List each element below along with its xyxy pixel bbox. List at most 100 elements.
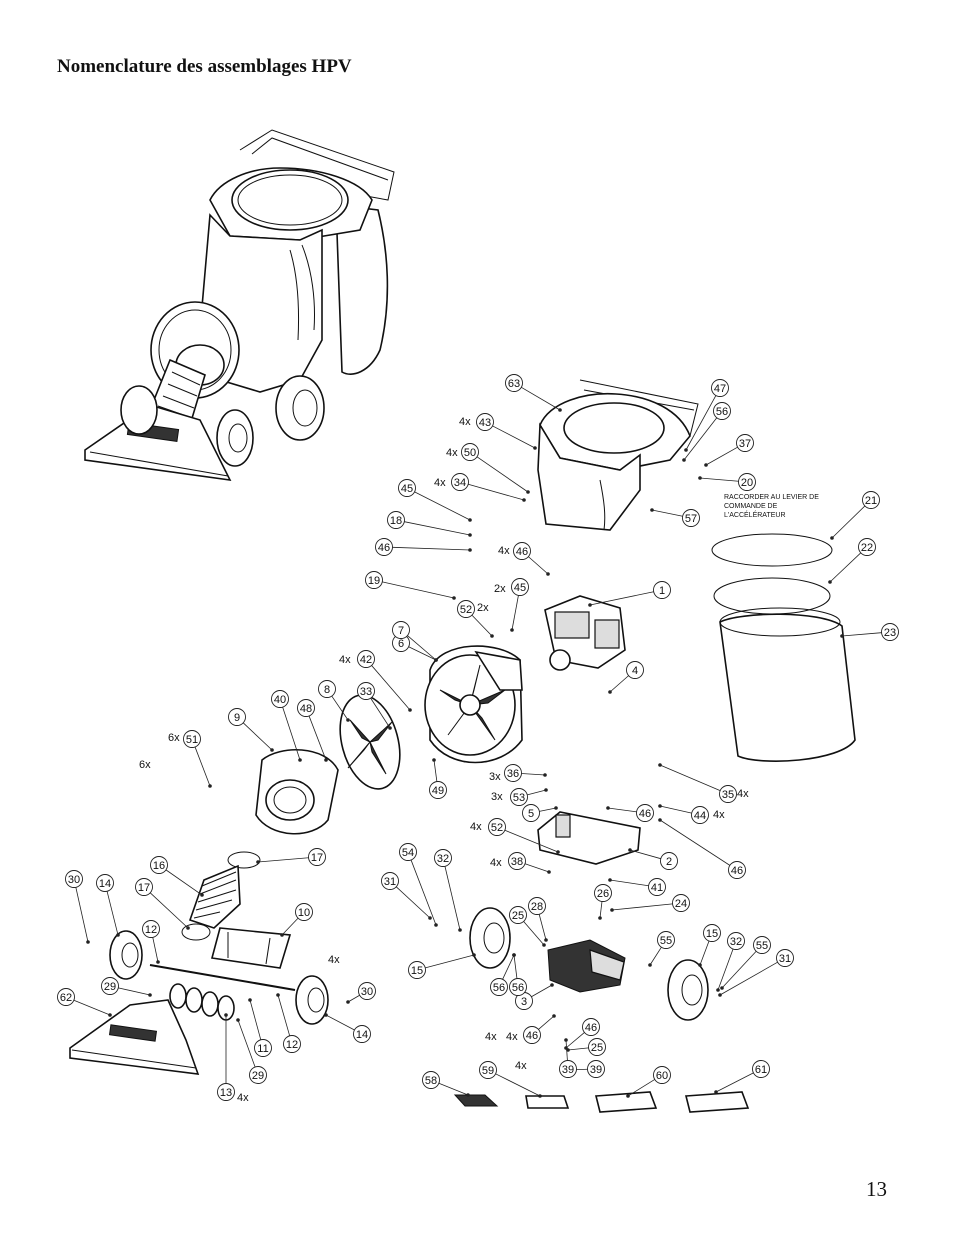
callout-number: 41 <box>651 882 663 894</box>
part-callout-56: 56 <box>713 402 731 420</box>
callout-leader <box>685 395 717 451</box>
part-callout-41: 41 <box>648 878 666 896</box>
callout-leader <box>565 1039 568 1061</box>
callout-leader <box>539 807 557 812</box>
callout-circle <box>522 804 540 822</box>
callout-number: 42 <box>360 654 372 666</box>
callout-number: 30 <box>361 986 373 998</box>
part-callout-59: 59 <box>479 1061 497 1079</box>
callout-leader <box>607 807 637 813</box>
callout-leader <box>404 521 471 536</box>
callout-circle <box>691 806 709 824</box>
part-callout-18: 18 <box>387 511 405 529</box>
callout-circle <box>434 849 452 867</box>
callout-number: 55 <box>756 940 768 952</box>
part-callout-5: 5 <box>522 804 540 822</box>
part-callout-55: 55 <box>753 936 771 954</box>
part-callout-12: 12 <box>283 1035 301 1053</box>
callout-circle <box>862 491 880 509</box>
part-callout-25: 25 <box>509 906 527 924</box>
callout-leader <box>831 505 866 539</box>
callout-circle <box>358 982 376 1000</box>
callout-number: 29 <box>104 981 116 993</box>
callout-number: 17 <box>311 852 323 864</box>
callout-number: 20 <box>741 477 753 489</box>
transaxle <box>547 939 626 993</box>
callout-leader <box>683 417 718 461</box>
engine <box>544 595 626 671</box>
callout-leader <box>395 886 431 919</box>
callout-circle <box>648 878 666 896</box>
callout-number: 12 <box>145 924 157 936</box>
part-callout-40: 40 <box>271 690 289 708</box>
callout-leader <box>502 954 515 980</box>
callout-circle <box>283 1035 301 1053</box>
page-number: 13 <box>866 1177 887 1201</box>
quantity-label: 4x <box>485 1031 497 1043</box>
callout-leader <box>699 477 739 482</box>
quantity-label: 2x <box>494 583 506 595</box>
part-callout-45: 45 <box>398 479 416 497</box>
callout-number: 46 <box>516 546 528 558</box>
part-callout-31: 31 <box>381 872 399 890</box>
part-callout-46: 46 <box>636 804 654 822</box>
part-callout-26: 26 <box>594 884 612 902</box>
callout-leader <box>152 937 159 963</box>
note-line-3: L'ACCÉLÉRATEUR <box>724 510 786 519</box>
callout-number: 52 <box>460 604 472 616</box>
callout-number: 10 <box>298 907 310 919</box>
callout-leader <box>513 954 518 979</box>
quantity-label: 2x <box>477 602 489 614</box>
callout-leader <box>599 901 603 919</box>
part-callout-48: 48 <box>297 699 315 717</box>
callout-leader <box>609 879 649 887</box>
part-callout-34: 34 <box>451 473 469 491</box>
callout-number: 26 <box>597 888 609 900</box>
callout-circle <box>858 538 876 556</box>
callout-number: 63 <box>508 378 520 390</box>
callout-circle <box>636 804 654 822</box>
quantity-label: 4x <box>490 857 502 869</box>
callout-leader <box>325 1014 355 1031</box>
quantity-label: 6x <box>139 759 151 771</box>
callout-number: 58 <box>425 1075 437 1087</box>
callout-number: 46 <box>639 808 651 820</box>
callout-leader <box>659 819 731 866</box>
callout-leader <box>611 903 673 911</box>
part-callout-37: 37 <box>736 434 754 452</box>
callout-circle <box>660 852 678 870</box>
fan-cover <box>255 749 339 835</box>
callout-number: 25 <box>512 910 524 922</box>
callout-number: 56 <box>512 982 524 994</box>
callout-number: 15 <box>706 928 718 940</box>
callout-circle <box>399 843 417 861</box>
front-wheels <box>109 930 329 1025</box>
callout-circle <box>254 1039 272 1057</box>
callout-number: 32 <box>730 936 742 948</box>
callout-circle <box>357 682 375 700</box>
callout-leader <box>511 595 519 631</box>
part-callout-58: 58 <box>422 1071 440 1089</box>
callout-circle <box>653 1066 671 1084</box>
callout-circle <box>451 473 469 491</box>
callout-leader <box>715 1072 754 1093</box>
part-callout-13: 13 <box>217 1083 235 1101</box>
note-line-2: COMMANDE DE <box>724 503 778 510</box>
callout-circle <box>357 650 375 668</box>
callout-number: 19 <box>368 575 380 587</box>
callout-circle <box>738 473 756 491</box>
callout-circle <box>653 581 671 599</box>
callout-number: 52 <box>491 822 503 834</box>
callout-leader <box>75 887 89 943</box>
callout-number: 62 <box>60 992 72 1004</box>
part-callout-60: 60 <box>653 1066 671 1084</box>
callout-number: 39 <box>590 1064 602 1076</box>
callout-number: 8 <box>324 684 330 696</box>
callout-leader <box>627 1079 655 1097</box>
part-callout-44: 44 <box>691 806 709 824</box>
callout-leader <box>527 789 547 796</box>
callout-circle <box>582 1018 600 1036</box>
fan-impeller <box>339 694 401 790</box>
callout-leader <box>438 1082 469 1096</box>
